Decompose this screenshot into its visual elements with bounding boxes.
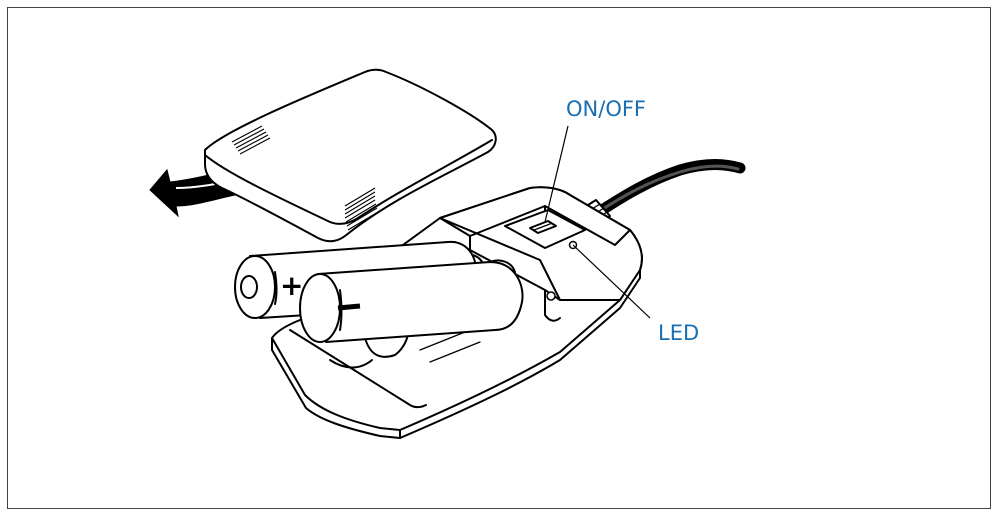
led-label: LED (658, 321, 699, 345)
on-off-leader-line (544, 125, 569, 223)
battery-cover (204, 68, 497, 243)
led-leader-line (572, 244, 651, 319)
battery-plus-mark: + (280, 269, 303, 302)
on-off-label: ON/OFF (566, 97, 646, 121)
battery-minus (299, 261, 524, 343)
